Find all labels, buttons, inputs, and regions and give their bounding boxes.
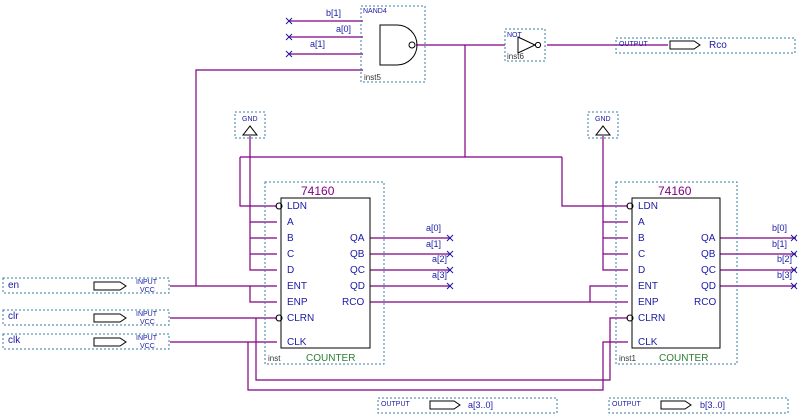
nand4-gate[interactable]: NAND4 inst5	[360, 5, 426, 83]
output-pin-a[interactable]: OUTPUT a[3..0]	[377, 397, 558, 414]
input-clk-kind: INPUT	[136, 335, 158, 342]
gnd-label-2: GND	[595, 116, 611, 123]
output-rco-kind: OUTPUT	[619, 41, 649, 48]
c1-output-x-marks	[446, 234, 454, 290]
counter2-title: 74160	[658, 184, 692, 198]
output-a-kind: OUTPUT	[381, 401, 411, 408]
c2-out-label-1: b[1]	[772, 239, 787, 249]
c2-pin-ldn: LDN	[638, 201, 658, 212]
c1-pin-c: C	[287, 249, 294, 260]
input-clk-sub: VCC	[140, 343, 155, 350]
counter1-title: 74160	[301, 184, 335, 198]
c2-pin-a: A	[638, 217, 645, 228]
c1-out-label-2: a[2]	[432, 254, 447, 264]
output-pin-b[interactable]: OUTPUT b[3..0]	[608, 397, 789, 414]
output-b-name: b[3..0]	[700, 400, 725, 410]
c2-pin-qd: QD	[701, 281, 716, 292]
counter2-inst: inst1	[619, 354, 636, 363]
c1-out-label-1: a[1]	[426, 239, 441, 249]
counter1-inst: inst	[268, 354, 281, 363]
not-inst-label: inst6	[507, 52, 524, 61]
c2-pin-clrn: CLRN	[638, 313, 665, 324]
nand-type-label: NAND4	[363, 8, 387, 15]
input-en-kind: INPUT	[136, 279, 158, 286]
counter-74160-1[interactable]: 74160 LDN A B C D ENT ENP CLRN CLK QA QB…	[264, 181, 385, 365]
c1-pin-qa: QA	[350, 233, 365, 244]
gnd-label-1: GND	[242, 116, 258, 123]
c1-pin-b: B	[287, 233, 294, 244]
c1-pin-clrn: CLRN	[287, 313, 314, 324]
c2-pin-qb: QB	[701, 249, 716, 260]
c2-pin-ent: ENT	[638, 281, 658, 292]
gnd-symbol-2[interactable]: GND	[587, 111, 619, 139]
input-clr-kind: INPUT	[136, 311, 158, 318]
nand-inst-label: inst5	[364, 73, 381, 82]
input-clr-sub: VCC	[140, 319, 155, 326]
nand-input-label-2: a[0]	[336, 24, 351, 34]
c2-pin-qc: QC	[701, 265, 716, 276]
gnd-symbol-1[interactable]: GND	[234, 111, 266, 139]
c2-output-x-marks	[790, 234, 798, 290]
counter-74160-2[interactable]: 74160 LDN A B C D ENT ENP CLRN CLK QA QB…	[615, 181, 738, 365]
c2-out-label-3: b[3]	[777, 270, 792, 280]
c1-pin-qb: QB	[350, 249, 365, 260]
output-b-kind: OUTPUT	[612, 401, 642, 408]
input-clk-name: clk	[8, 335, 21, 346]
input-en-name: en	[8, 280, 19, 291]
input-en-sub: VCC	[140, 287, 155, 294]
input-clr-name: clr	[8, 311, 19, 322]
c2-pin-b: B	[638, 233, 645, 244]
c2-out-label-0: b[0]	[772, 223, 787, 233]
c2-pin-rco: RCO	[694, 297, 716, 308]
input-pin-clr[interactable]: clr INPUT VCC	[2, 309, 170, 326]
c2-pin-clk: CLK	[638, 337, 658, 348]
not-type-label: NOT	[507, 32, 523, 39]
c1-pin-ent: ENT	[287, 281, 307, 292]
c1-pin-qd: QD	[350, 281, 365, 292]
not-gate[interactable]: NOT inst6	[504, 28, 546, 62]
c1-pin-clk: CLK	[287, 337, 307, 348]
c1-pin-enp: ENP	[287, 297, 308, 308]
c1-pin-d: D	[287, 265, 294, 276]
c2-out-label-2: b[2]	[777, 254, 792, 264]
c1-pin-ldn: LDN	[287, 201, 307, 212]
c1-out-label-3: a[3]	[432, 270, 447, 280]
nand-input-x-marks	[285, 17, 293, 58]
c2-pin-c: C	[638, 249, 645, 260]
c2-pin-d: D	[638, 265, 645, 276]
wires	[170, 20, 796, 391]
input-pin-clk[interactable]: clk INPUT VCC	[2, 333, 170, 350]
nand-input-label-1: b[1]	[326, 8, 341, 18]
c1-pin-a: A	[287, 217, 294, 228]
output-pin-rco[interactable]: OUTPUT Rco	[615, 37, 796, 54]
c1-pin-qc: QC	[350, 265, 365, 276]
input-pin-en[interactable]: en INPUT VCC	[2, 277, 170, 294]
counter2-footer: COUNTER	[659, 353, 708, 364]
output-rco-name: Rco	[709, 40, 727, 51]
counter1-footer: COUNTER	[306, 353, 355, 364]
c2-pin-qa: QA	[701, 233, 716, 244]
c1-out-label-0: a[0]	[426, 223, 441, 233]
c2-pin-enp: ENP	[638, 297, 659, 308]
nand-input-label-3: a[1]	[310, 39, 325, 49]
output-a-name: a[3..0]	[468, 400, 493, 410]
c1-pin-rco: RCO	[342, 297, 364, 308]
